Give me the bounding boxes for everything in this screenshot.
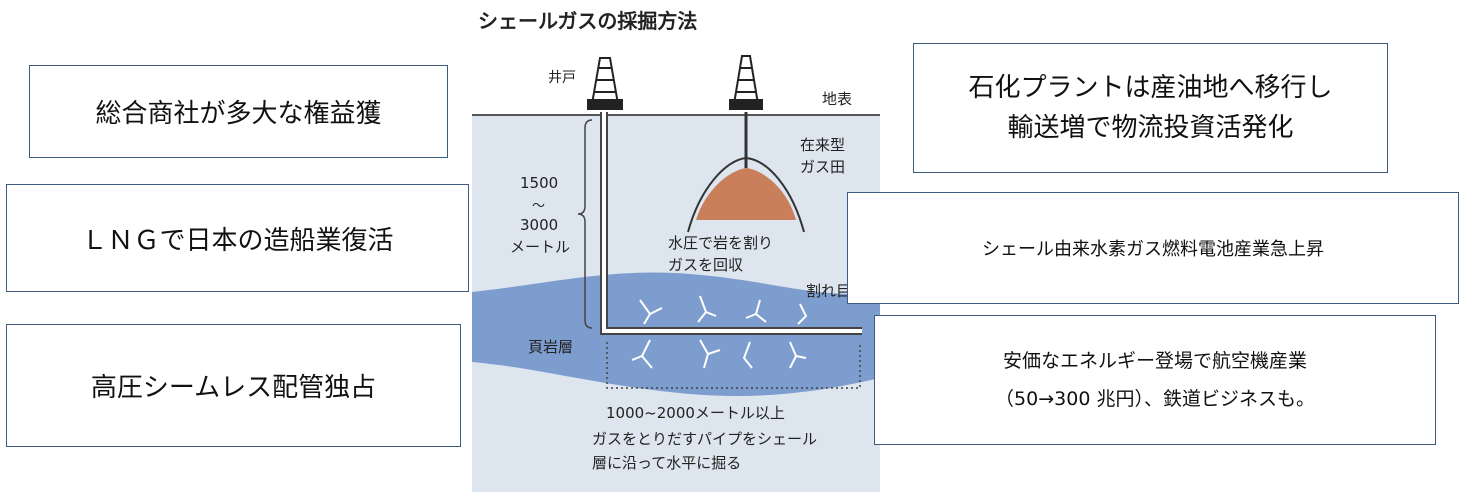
box-aviation-line-2: （50→300 兆円）、鉄道ビジネスも。 xyxy=(995,388,1315,410)
box-seamless-pipe: 高圧シームレス配管独占 xyxy=(6,324,461,447)
box-aviation: 安価なエネルギー登場で航空機産業 （50→300 兆円）、鉄道ビジネスも。 xyxy=(874,315,1436,445)
shale-well-pipe-inner xyxy=(602,112,862,333)
box-petrochem-line-1: 石化プラントは産油地へ移行し xyxy=(968,72,1333,103)
depth-label-2: 〜 xyxy=(532,199,545,214)
depth-bracket xyxy=(577,119,593,329)
box-trading-companies: 総合商社が多大な権益獲 xyxy=(29,65,448,158)
depth-label-1: 1500 xyxy=(520,174,558,192)
shale-derrick-icon xyxy=(587,57,623,110)
depth-label-3: 3000 xyxy=(520,216,558,234)
well-label: 井戸 xyxy=(548,70,576,86)
box-lng-shipbuilding: ＬＮＧで日本の造船業復活 xyxy=(6,184,469,292)
box-hydrogen-fuel-cell: シェール由来水素ガス燃料電池産業急上昇 xyxy=(847,192,1459,304)
crack-label: 割れ目 xyxy=(806,282,851,300)
conventional-gas-field xyxy=(696,168,796,220)
horizontal-label-2: ガスをとりだすパイプをシェール xyxy=(592,430,817,448)
depth-label-4: メートル xyxy=(510,238,570,256)
box-petrochemical: 石化プラントは産油地へ移行し 輸送増で物流投資活発化 xyxy=(913,43,1388,173)
shale-label: 頁岩層 xyxy=(528,338,573,356)
surface-label: 地表 xyxy=(822,90,852,108)
box-aviation-line-1: 安価なエネルギー登場で航空機産業 xyxy=(1002,350,1307,372)
box-petrochem-line-2: 輸送増で物流投資活発化 xyxy=(1007,113,1294,143)
horizontal-bracket xyxy=(606,342,861,389)
diagram-title: シェールガスの採掘方法 xyxy=(478,9,697,33)
box-hydrogen-text: シェール由来水素ガス燃料電池産業急上昇 xyxy=(982,239,1324,260)
conventional-derrick-icon xyxy=(729,55,763,110)
horizontal-label-3: 層に沿って水平に掘る xyxy=(592,454,741,472)
fracture-label-2: ガスを回収 xyxy=(668,256,743,274)
fracture-cracks xyxy=(631,295,808,369)
conventional-label-1: 在来型 xyxy=(800,136,845,154)
box-pipe-text: 高圧シームレス配管独占 xyxy=(90,373,377,403)
box-lng-text: ＬＮＧで日本の造船業復活 xyxy=(81,225,394,256)
box-trading-text: 総合商社が多大な権益獲 xyxy=(95,99,382,129)
horizontal-label-1: 1000~2000メートル以上 xyxy=(606,404,785,422)
fracture-label-1: 水圧で岩を割り xyxy=(668,234,773,252)
conventional-label-2: ガス田 xyxy=(800,158,845,176)
